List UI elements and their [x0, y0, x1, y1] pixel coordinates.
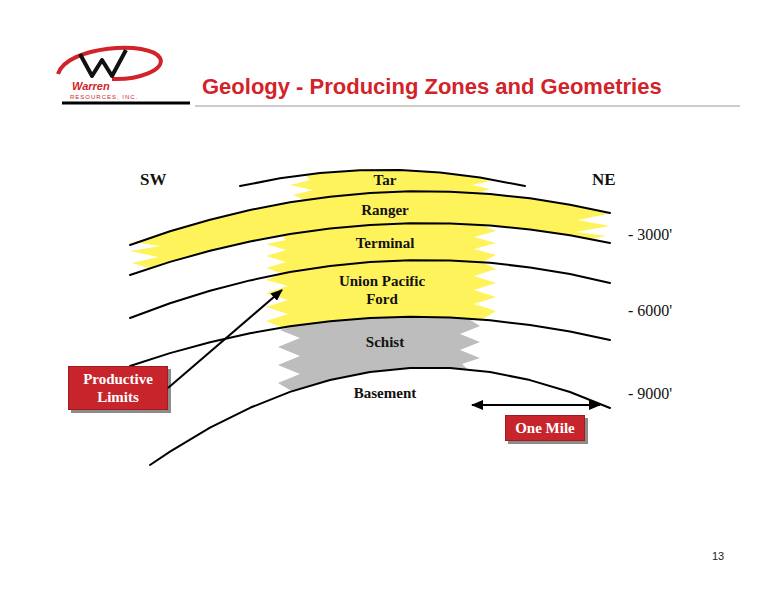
logo-mark: [80, 50, 126, 76]
logo-rule: [62, 102, 190, 105]
slide-title: Geology - Producing Zones and Geometries: [202, 74, 662, 100]
node-text: Basement: [354, 384, 417, 402]
logo-text: Warren: [72, 80, 110, 92]
rock-layer: Ranger: [330, 199, 440, 221]
callout-box: Productive Limits: [68, 366, 168, 410]
page-number: 13: [712, 550, 724, 562]
rock-layer: Schist: [320, 330, 450, 354]
node-text: Terminal: [356, 234, 415, 252]
node-text: Ranger: [361, 201, 409, 219]
callout-box: One Mile: [505, 415, 585, 441]
horizon-line: [130, 223, 610, 275]
rock-layer: Tar: [330, 169, 440, 191]
node-text: Schist: [366, 333, 404, 351]
logo-subtext: RESOURCES, INC.: [70, 94, 138, 100]
depth-label: - 6000': [628, 302, 672, 320]
rock-layer: Basement: [320, 381, 450, 405]
schist-zone-fill: [278, 317, 480, 391]
direction-label: SW: [140, 170, 166, 190]
horizon-line: [130, 260, 610, 318]
node-text: Productive Limits: [73, 370, 163, 406]
logo-swoosh: [58, 48, 161, 79]
depth-label: - 9000': [628, 385, 672, 403]
direction-label: NE: [592, 170, 616, 190]
node-text: Tar: [374, 171, 397, 189]
rock-layer: Terminal: [310, 231, 460, 255]
node-text: Union Pacific Ford: [325, 272, 440, 308]
pointer-arrow: [168, 290, 282, 388]
header-rule: [195, 106, 740, 107]
horizon-line: [150, 368, 610, 465]
depth-label: - 3000': [628, 226, 672, 244]
node-text: One Mile: [515, 419, 575, 437]
scale-arrow: [472, 404, 600, 406]
rock-layer: Union Pacific Ford: [282, 264, 482, 316]
